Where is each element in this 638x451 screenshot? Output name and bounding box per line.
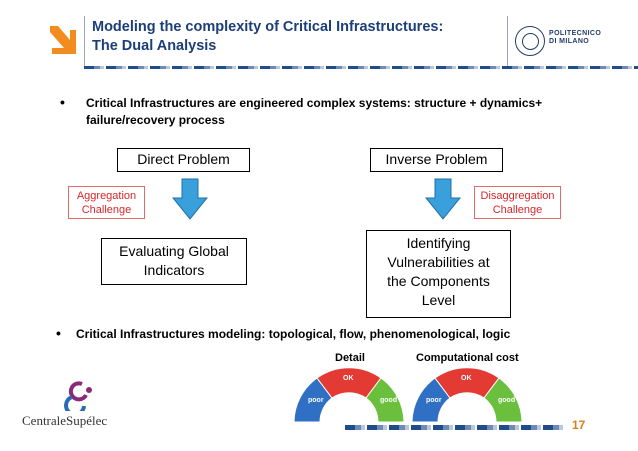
politecnico-seal-icon — [515, 26, 545, 56]
page-number: 17 — [572, 418, 586, 432]
cost-gauge-label: Computational cost — [416, 352, 519, 364]
slide-title-line2: The Dual Analysis — [92, 38, 217, 54]
arrow-logo-icon — [50, 26, 76, 54]
gauge-poor-label: poor — [426, 397, 442, 404]
disaggregation-challenge-box: Disaggregation Challenge — [474, 186, 561, 219]
bullet-text-systems: Critical Infrastructures are engineered … — [86, 96, 543, 127]
header-divider-left — [84, 16, 85, 68]
gauge-ok-label: OK — [461, 375, 472, 382]
gauge-good-label: good — [380, 397, 397, 404]
gauge-poor-label: poor — [308, 397, 324, 404]
header-divider-right — [507, 16, 508, 68]
inverse-problem-box: Inverse Problem — [370, 148, 503, 172]
gauge-ok-label: OK — [343, 375, 354, 382]
centralesupelec-logo-text: CentraleSupélec — [22, 413, 108, 428]
politecnico-logo-text: POLITECNICO DI MILANO — [549, 30, 602, 45]
vulnerabilities-box: Identifying Vulnerabilities at the Compo… — [366, 230, 511, 318]
footer-stripe-bar — [345, 425, 563, 430]
detail-gauge-label: Detail — [335, 352, 365, 364]
bullet-text-modeling: Critical Infrastructures modeling: topol… — [76, 327, 511, 341]
slide-title-line1: Modeling the complexity of Critical Infr… — [92, 19, 444, 35]
computational-cost-gauge: poor OK good — [411, 367, 523, 423]
bullet-marker: • — [60, 94, 65, 110]
centralesupelec-logo-icon — [64, 381, 92, 411]
aggregation-challenge-box: Aggregation Challenge — [68, 186, 145, 219]
gauge-good-label: good — [498, 397, 515, 404]
down-arrow-icon — [425, 178, 461, 220]
down-arrow-icon — [172, 178, 208, 220]
bullet-marker: • — [56, 325, 61, 341]
direct-problem-box: Direct Problem — [117, 148, 250, 172]
header-stripe-bar — [84, 66, 638, 69]
global-indicators-box: Evaluating Global Indicators — [101, 238, 247, 285]
detail-gauge: poor OK good — [293, 367, 405, 423]
slide-title: Modeling the complexity of Critical Infr… — [92, 18, 502, 56]
